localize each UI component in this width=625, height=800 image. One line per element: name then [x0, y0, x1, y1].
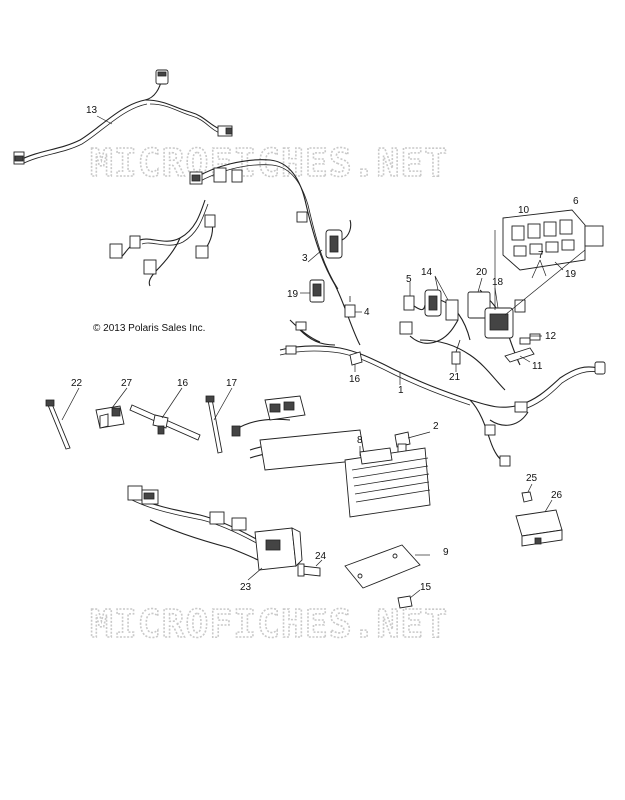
connector-group-5-14-18-20 [399, 289, 526, 344]
relay-26 [515, 509, 563, 547]
parts-11-12 [504, 333, 541, 363]
cable-tie-16 [129, 404, 201, 441]
callout-19-right: 19 [565, 269, 577, 280]
callout-27: 27 [121, 378, 133, 389]
callout-8: 8 [357, 435, 363, 446]
callout-3: 3 [302, 253, 308, 264]
callout-16-upper: 16 [349, 374, 361, 385]
callout-5: 5 [406, 274, 412, 285]
callout-16-lower: 16 [177, 378, 189, 389]
callout-19-left: 19 [287, 289, 299, 300]
main-harness-1 [109, 159, 606, 467]
callout-10: 10 [518, 205, 530, 216]
callout-26: 26 [551, 490, 563, 501]
clip-16-upper [349, 351, 363, 366]
nut-25 [521, 491, 533, 503]
callout-4: 4 [364, 307, 370, 318]
fuse-box-6 [494, 209, 604, 316]
callout-12: 12 [545, 331, 557, 342]
plate-9 [344, 544, 421, 589]
clip-4 [344, 296, 356, 318]
callout-17: 17 [226, 378, 238, 389]
callout-15: 15 [420, 582, 432, 593]
callout-1: 1 [398, 385, 404, 396]
connector-21 [451, 339, 461, 365]
bracket-27 [95, 405, 125, 429]
connector-19-left [309, 279, 325, 303]
bolt-15 [397, 595, 413, 609]
regulator-8 [231, 395, 431, 518]
screw-24 [297, 563, 321, 577]
bolt-2 [394, 431, 411, 455]
callout-25: 25 [526, 473, 538, 484]
harness-23 [127, 485, 303, 571]
callout-9: 9 [443, 547, 449, 558]
leader-lines [61, 115, 564, 599]
callout-labels: 13 3 19 4 5 14 20 18 10 6 7 19 12 11 21 … [71, 105, 579, 593]
watermark-top: MICROFICHES.NET [90, 141, 448, 185]
callout-6: 6 [573, 196, 579, 207]
harness-13 [13, 69, 233, 165]
callout-7: 7 [538, 250, 544, 261]
copyright-text: © 2013 Polaris Sales Inc. [93, 323, 205, 334]
callout-13: 13 [86, 105, 98, 116]
watermark-bottom: MICROFICHES.NET [90, 602, 448, 646]
cable-tie-17 [205, 395, 223, 454]
callout-20: 20 [476, 267, 488, 278]
callout-11: 11 [532, 361, 543, 372]
callout-24: 24 [315, 551, 327, 562]
callout-2: 2 [433, 421, 439, 432]
callout-14: 14 [421, 267, 433, 278]
callout-22: 22 [71, 378, 83, 389]
cable-tie-22 [45, 399, 71, 450]
connector-3 [325, 219, 352, 259]
callout-23: 23 [240, 582, 252, 593]
callout-18: 18 [492, 277, 504, 288]
callout-21: 21 [449, 372, 461, 383]
